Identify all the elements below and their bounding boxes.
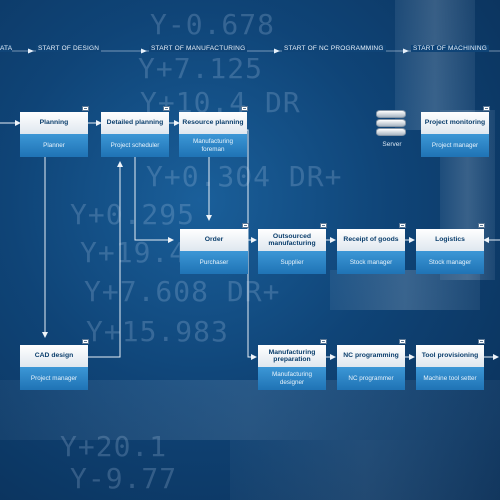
node-nc-programming[interactable]: NC programming NC programmer: [337, 339, 406, 390]
machine-silhouette: [330, 270, 480, 310]
document-icon: [320, 339, 327, 344]
node-role: Stock manager: [416, 251, 484, 274]
server-node[interactable]: Server: [376, 108, 408, 152]
background-number: Y+0.304 DR+: [146, 160, 343, 193]
background-number: Y+20.1: [60, 430, 168, 463]
timeline-stage: ATA: [0, 45, 13, 52]
timeline-stage: START OF DESIGN: [36, 45, 102, 52]
server-label: Server: [382, 141, 402, 148]
node-role: Project scheduler: [101, 134, 169, 157]
node-role: Machine tool setter: [416, 367, 484, 390]
machine-silhouette: [395, 0, 475, 130]
node-manufacturing-preparation[interactable]: Manufacturing preparation Manufacturing …: [258, 339, 327, 390]
node-role: Manufacturing designer: [258, 367, 326, 390]
background-number: Y+0.295: [70, 198, 196, 231]
document-icon: [82, 106, 89, 111]
background-number: Y+7.608 DR+: [84, 275, 281, 308]
node-title: Tool provisioning: [416, 345, 484, 367]
node-title: Planning: [20, 112, 88, 134]
node-cad-design[interactable]: CAD design Project manager: [20, 339, 89, 390]
document-icon: [399, 223, 406, 228]
node-role: Project manager: [20, 367, 88, 390]
document-icon: [483, 106, 490, 111]
document-icon: [241, 106, 248, 111]
node-title: CAD design: [20, 345, 88, 367]
timeline-stage: START OF MANUFACTURING: [149, 45, 248, 52]
node-title: Outsourced manufacturing: [258, 229, 326, 251]
timeline-arrow: [28, 48, 409, 54]
background-number: Y+7.125: [138, 52, 264, 85]
node-outsourced-manufacturing[interactable]: Outsourced manufacturing Supplier: [258, 223, 327, 274]
background-number: Y+15.983: [86, 315, 229, 348]
node-title: Project monitoring: [421, 112, 489, 134]
database-server-icon: [376, 128, 406, 136]
node-title: Receipt of goods: [337, 229, 405, 251]
document-icon: [320, 223, 327, 228]
document-icon: [478, 339, 485, 344]
document-icon: [82, 339, 89, 344]
machine-silhouette: [230, 440, 500, 500]
node-role: Stock manager: [337, 251, 405, 274]
node-role: NC programmer: [337, 367, 405, 390]
node-tool-provisioning[interactable]: Tool provisioning Machine tool setter: [416, 339, 485, 390]
node-title: Manufacturing preparation: [258, 345, 326, 367]
node-planning[interactable]: Planning Planner: [20, 106, 89, 157]
timeline-stage: START OF MACHINING: [411, 45, 490, 52]
connector-cad-to-detailed: [88, 161, 123, 358]
background-number: Y-0.678: [150, 8, 276, 41]
node-title: NC programming: [337, 345, 405, 367]
document-icon: [163, 106, 170, 111]
database-server-icon: [376, 110, 406, 118]
background-number: Y-9.77: [70, 462, 178, 495]
node-role: Project manager: [421, 134, 489, 157]
connector-detailed-to-order: [134, 157, 174, 243]
node-title: Logistics: [416, 229, 484, 251]
node-role: Planner: [20, 134, 88, 157]
node-logistics[interactable]: Logistics Stock manager: [416, 223, 485, 274]
node-resource-planning[interactable]: Resource planning Manufacturing foreman: [179, 106, 248, 157]
node-role: Purchaser: [180, 251, 248, 274]
node-project-monitoring[interactable]: Project monitoring Project manager: [421, 106, 490, 157]
node-receipt-of-goods[interactable]: Receipt of goods Stock manager: [337, 223, 406, 274]
machine-silhouette: [0, 380, 500, 440]
node-title: Order: [180, 229, 248, 251]
node-role: Supplier: [258, 251, 326, 274]
node-detailed-planning[interactable]: Detailed planning Project scheduler: [101, 106, 170, 157]
node-title: Detailed planning: [101, 112, 169, 134]
document-icon: [242, 223, 249, 228]
database-server-icon: [376, 119, 406, 127]
document-icon: [478, 223, 485, 228]
timeline-stage: START OF NC PROGRAMMING: [282, 45, 386, 52]
node-title: Resource planning: [179, 112, 247, 134]
node-role: Manufacturing foreman: [179, 134, 247, 157]
document-icon: [399, 339, 406, 344]
timeline: ATA START OF DESIGN START OF MANUFACTURI…: [0, 44, 500, 58]
node-order[interactable]: Order Purchaser: [180, 223, 249, 274]
